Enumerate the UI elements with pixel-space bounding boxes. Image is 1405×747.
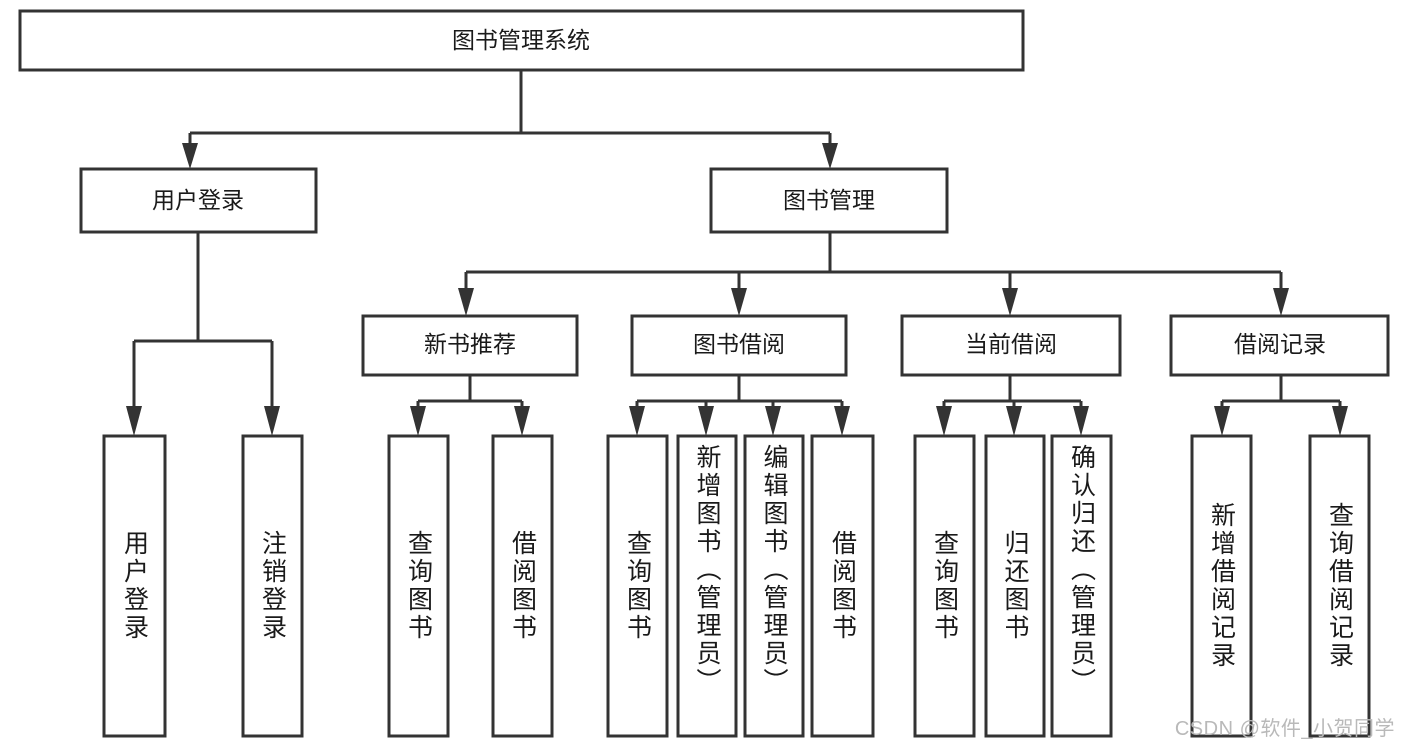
node-root-box — [18, 9, 1025, 72]
node-book-management[interactable]: 图书管理 — [709, 167, 949, 234]
arrow-head-borrowrecord — [1273, 288, 1289, 316]
arrow-head-currentborrow-leaf-3 — [1073, 406, 1089, 436]
arrow-head-bookborrow-leaf-4 — [834, 406, 850, 436]
node-new-book-recommend-label: 新书推荐 — [424, 331, 516, 357]
arrow-head-bookborrow — [731, 288, 747, 316]
arrow-head-borrowrecord-leaf-2 — [1332, 406, 1348, 436]
arrow-head-book-mgmt — [822, 143, 838, 169]
arrow-head-newbook-leaf-2 — [514, 406, 530, 436]
arrow-head-bookborrow-leaf-1 — [629, 406, 645, 436]
arrow-head-user-login — [182, 143, 198, 169]
node-new-book-recommend[interactable]: 新书推荐 — [361, 314, 579, 377]
leaf-box-bookborrow-borrow[interactable] — [810, 434, 875, 738]
leaf-box-currentborrow-confirm[interactable] — [1050, 434, 1113, 738]
node-book-borrow-box — [630, 314, 848, 377]
node-user-login-label: 用户登录 — [152, 187, 244, 213]
node-root-label: 图书管理系统 — [452, 27, 590, 53]
arrow-head-currentborrow — [1002, 288, 1018, 316]
leaf-box-user-login-logout[interactable] — [241, 434, 304, 738]
node-borrow-record-label: 借阅记录 — [1234, 331, 1326, 357]
arrow-head-borrowrecord-leaf-1 — [1214, 406, 1230, 436]
node-current-borrow-box — [900, 314, 1122, 377]
arrow-head-currentborrow-leaf-1 — [936, 406, 952, 436]
leaf-box-borrowrecord-add[interactable] — [1190, 434, 1253, 738]
leaf-box-borrowrecord-query[interactable] — [1308, 434, 1371, 738]
arrow-head-newbook — [458, 288, 474, 316]
node-new-book-recommend-box — [361, 314, 579, 377]
leaf-box-newbook-query[interactable] — [387, 434, 450, 738]
node-book-management-label: 图书管理 — [783, 187, 875, 213]
node-current-borrow[interactable]: 当前借阅 — [900, 314, 1122, 377]
node-user-login-box — [79, 167, 318, 234]
connectors — [126, 70, 1348, 436]
node-book-borrow[interactable]: 图书借阅 — [630, 314, 848, 377]
node-borrow-record[interactable]: 借阅记录 — [1169, 314, 1390, 377]
leaf-box-bookborrow-add[interactable] — [676, 434, 738, 738]
arrow-head-bookborrow-leaf-3 — [765, 406, 781, 436]
arrow-head-leaf-user-login — [126, 406, 142, 436]
leaf-box-newbook-borrow[interactable] — [491, 434, 554, 738]
leaf-box-currentborrow-query[interactable] — [913, 434, 976, 738]
node-book-borrow-label: 图书借阅 — [693, 331, 785, 357]
csdn-watermark: CSDN @软件_小贺同学 — [1174, 718, 1395, 740]
node-borrow-record-box — [1169, 314, 1390, 377]
leaf-box-currentborrow-return[interactable] — [984, 434, 1046, 738]
node-book-management-box — [709, 167, 949, 234]
node-current-borrow-label: 当前借阅 — [965, 331, 1057, 357]
node-user-login[interactable]: 用户登录 — [79, 167, 318, 234]
arrow-head-bookborrow-leaf-2 — [698, 406, 714, 436]
arrow-head-newbook-leaf-1 — [410, 406, 426, 436]
leaf-box-bookborrow-query[interactable] — [606, 434, 669, 738]
leaf-box-bookborrow-edit[interactable] — [743, 434, 805, 738]
arrow-head-currentborrow-leaf-2 — [1006, 406, 1022, 436]
leaf-box-user-login-login[interactable] — [102, 434, 167, 738]
leaf-boxes — [102, 434, 1371, 738]
node-root-book-management-system[interactable]: 图书管理系统 — [18, 9, 1025, 72]
arrow-head-leaf-logout — [264, 406, 280, 436]
